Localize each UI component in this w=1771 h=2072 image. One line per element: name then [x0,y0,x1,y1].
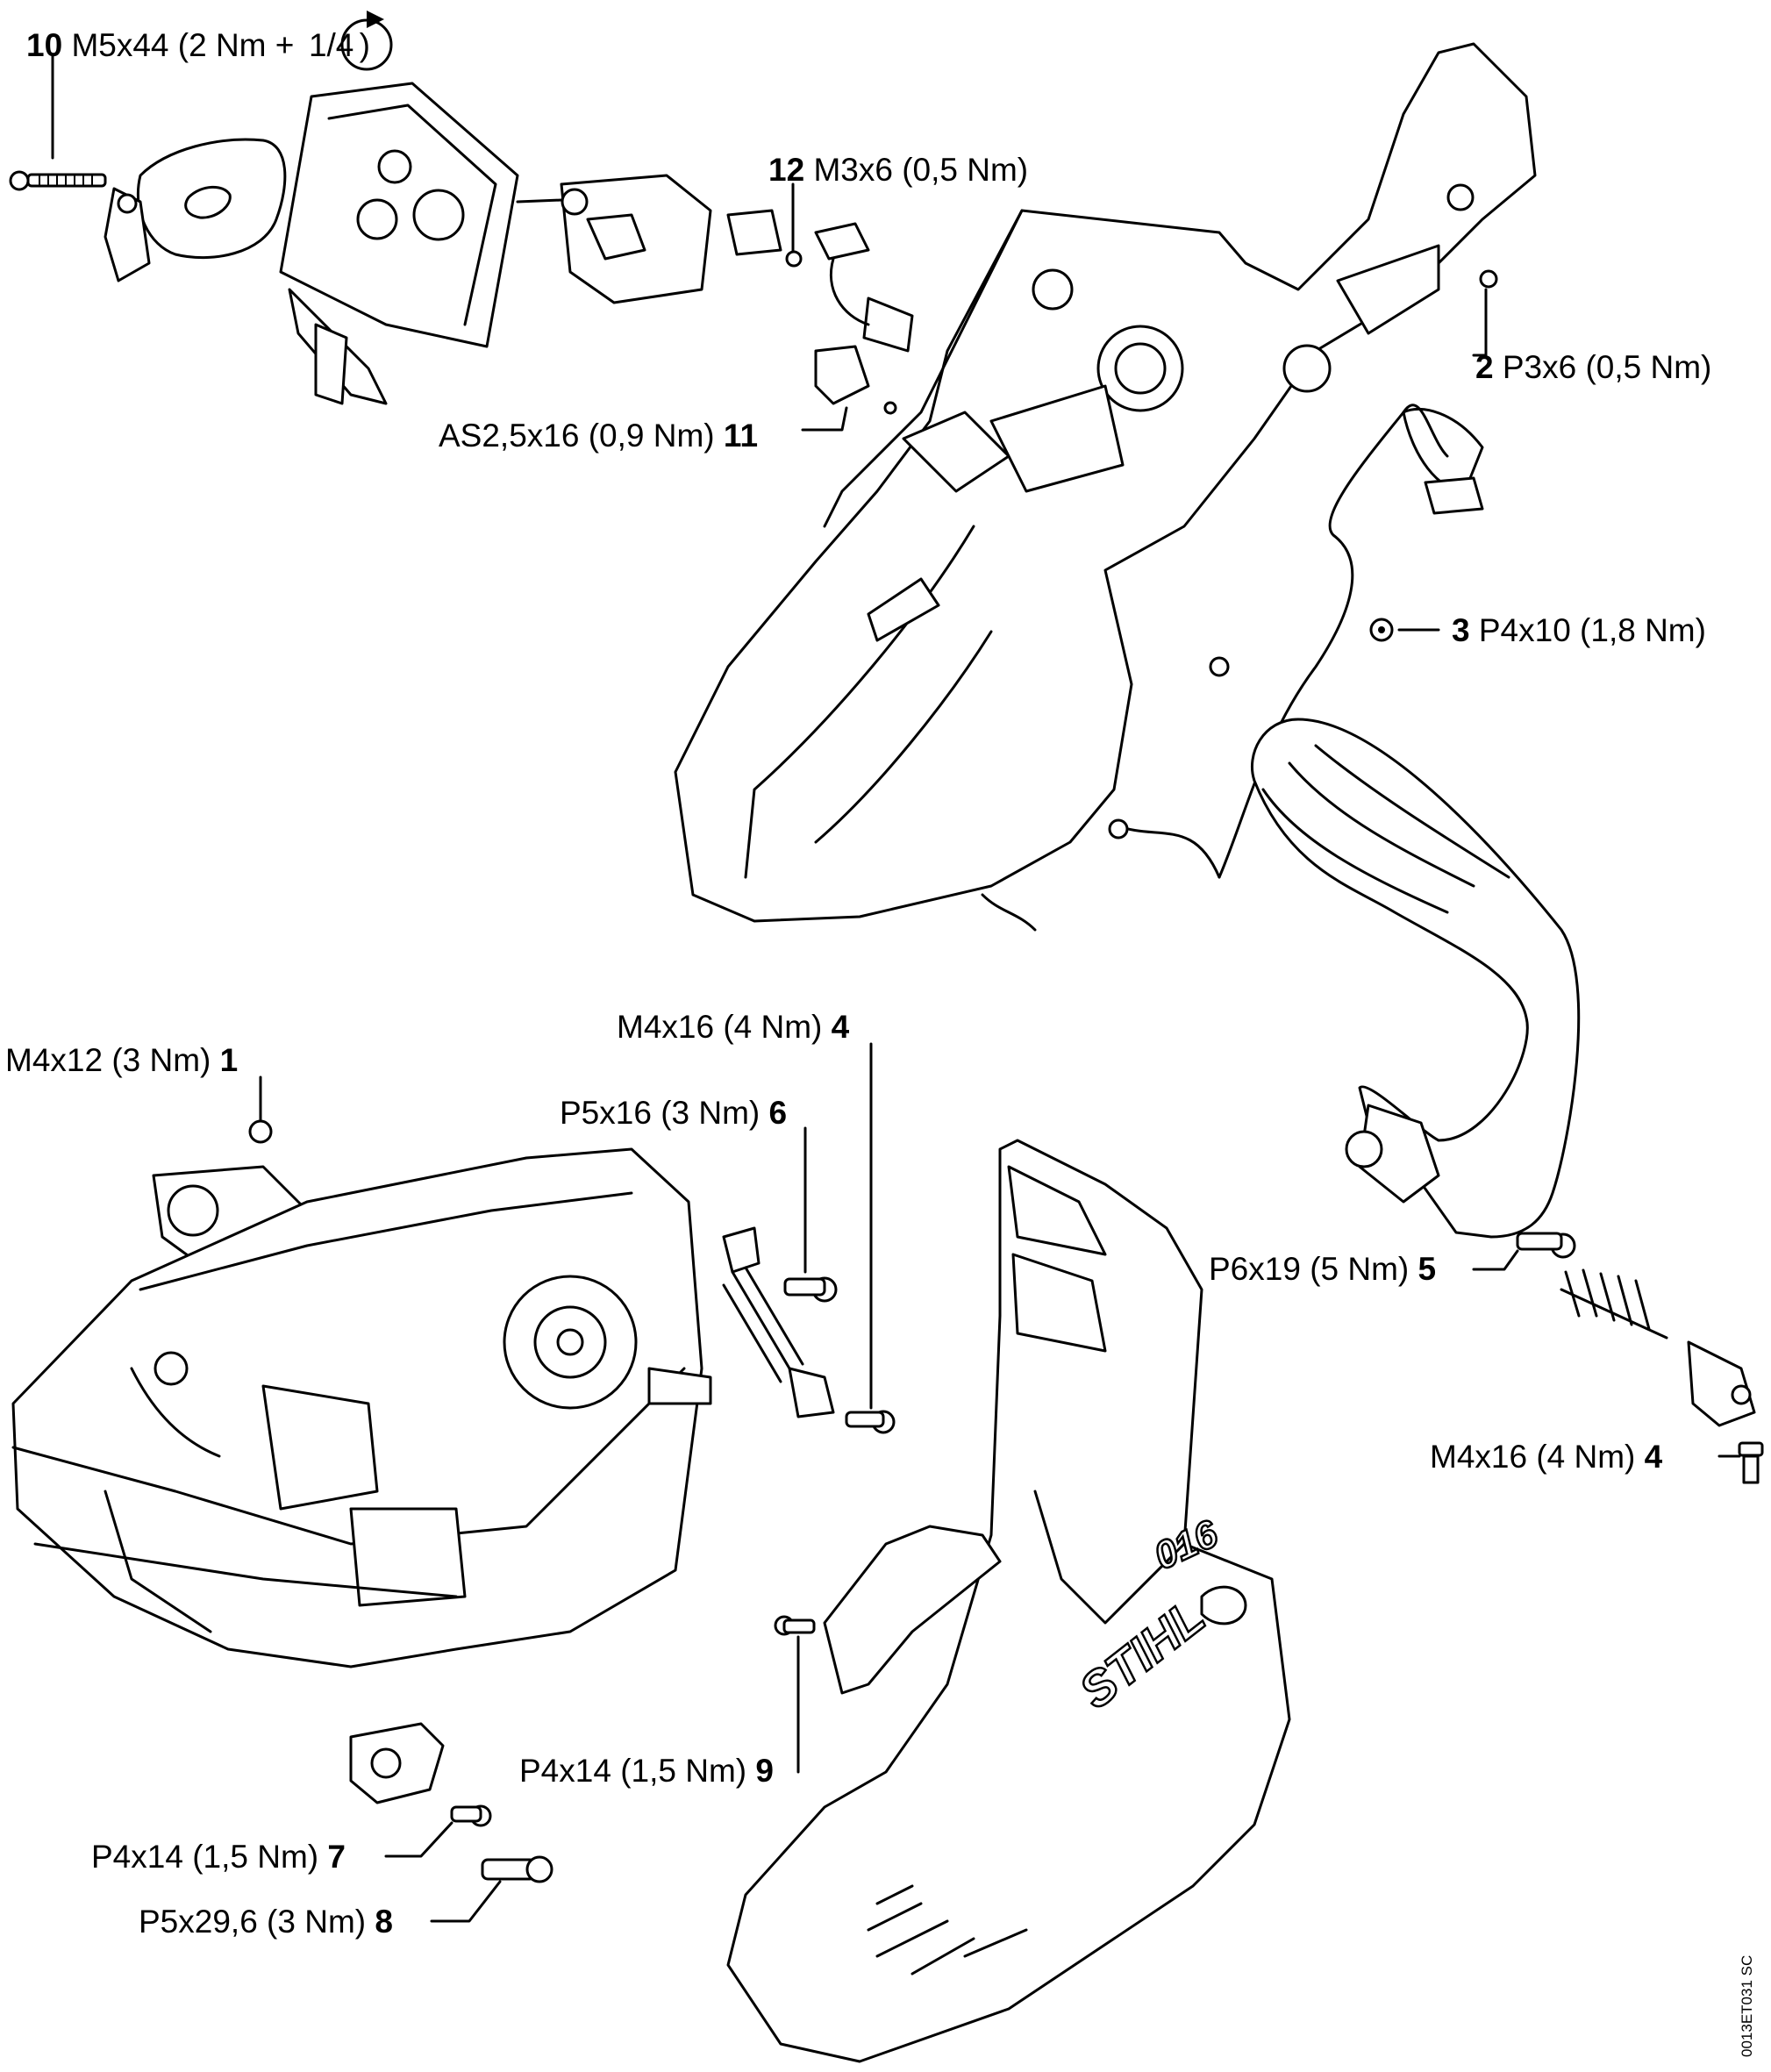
screw-3 [1369,618,1394,642]
callout-spec: P5x29,6 (3 Nm) [139,1904,367,1940]
screw-10 [9,170,107,191]
callout-10: 10 M5x44 (2 Nm + 1/4) [26,29,370,61]
callout-number: 10 [26,27,63,63]
engine-housing-part [11,1147,712,1668]
callout-number: 11 [723,418,759,454]
callout-spec: P5x16 (3 Nm) [560,1095,761,1131]
callout-spec: M4x16 (4 Nm) [1430,1439,1636,1475]
front-handle-part [1250,718,1581,1239]
callout-number: 4 [1644,1439,1663,1475]
callout-number: 5 [1418,1251,1437,1287]
screw-7 [450,1804,492,1827]
callout-4-left: M4x16 (4 Nm) 4 [617,1011,849,1043]
callout-close: ) [359,27,370,63]
carburetor-part [516,174,803,304]
callout-4-right: M4x16 (4 Nm) 4 [1430,1440,1662,1473]
screw-9 [774,1615,816,1636]
callout-spec: M4x12 (3 Nm) [5,1042,211,1078]
callout-spec: P4x14 (1,5 Nm) [91,1839,319,1875]
callout-spec: M4x16 (4 Nm) [617,1009,823,1045]
image-code: 0013ET031 SC [1739,1954,1755,2057]
filter-cover-part [104,138,287,282]
cover-flange-part [349,1722,445,1804]
callout-number: 12 [768,152,805,188]
sprocket-cover-part [726,1139,1291,2063]
callout-5: P6x19 (5 Nm) 5 [1209,1253,1436,1285]
callout-3: 3 P4x10 (1,8 Nm) [1452,614,1706,647]
turn-value: 1/4 [308,27,354,63]
bracket-part [1687,1340,1756,1427]
callout-number: 7 [327,1839,346,1875]
callout-7: P4x14 (1,5 Nm) 7 [91,1840,346,1873]
heater-wire-part [981,404,1484,932]
callout-6: P5x16 (3 Nm) 6 [560,1097,787,1129]
quarter-turn-icon [340,11,393,71]
callout-12: 12 M3x6 (0,5 Nm) [768,154,1028,186]
callout-number: 9 [755,1753,774,1789]
callout-number: 8 [375,1904,393,1940]
callout-number: 3 [1452,612,1470,648]
callout-spec: P3x6 (0,5 Nm) [1502,349,1712,385]
callout-number: 1 [219,1042,239,1078]
screw-5 [1516,1232,1576,1259]
callout-spec: P6x19 (5 Nm) [1209,1251,1410,1287]
callout-number: 2 [1475,349,1494,385]
screw-1 [248,1119,273,1144]
carburetor-box-part [279,82,519,405]
callout-2: 2 P3x6 (0,5 Nm) [1475,351,1711,383]
screw-4-left [845,1410,896,1434]
callout-number: 4 [831,1009,850,1045]
ignition-module-wiring [814,222,914,415]
callout-11: AS2,5x16 (0,9 Nm) 11 [439,419,758,452]
screw-4-right [1738,1441,1764,1484]
callout-spec: P4x10 (1,8 Nm) [1478,612,1706,648]
callout-9: P4x14 (1,5 Nm) 9 [519,1754,774,1787]
rear-handle-housing-part [674,42,1537,923]
callout-spec: M5x44 (2 Nm + [71,27,295,63]
callout-spec: AS2,5x16 (0,9 Nm) [439,418,715,454]
screw-6 [783,1276,838,1303]
chain-tensioner-part [722,1226,835,1418]
callout-8: P5x29,6 (3 Nm) 8 [139,1905,393,1938]
spring-part [1560,1268,1668,1340]
screw-2 [1479,269,1498,289]
leader-lines [51,53,1741,1923]
callout-spec: P4x14 (1,5 Nm) [519,1753,747,1789]
screw-8 [481,1855,553,1883]
callout-1: M4x12 (3 Nm) 1 [5,1044,238,1076]
callout-spec: M3x6 (0,5 Nm) [813,152,1029,188]
callout-number: 6 [768,1095,788,1131]
